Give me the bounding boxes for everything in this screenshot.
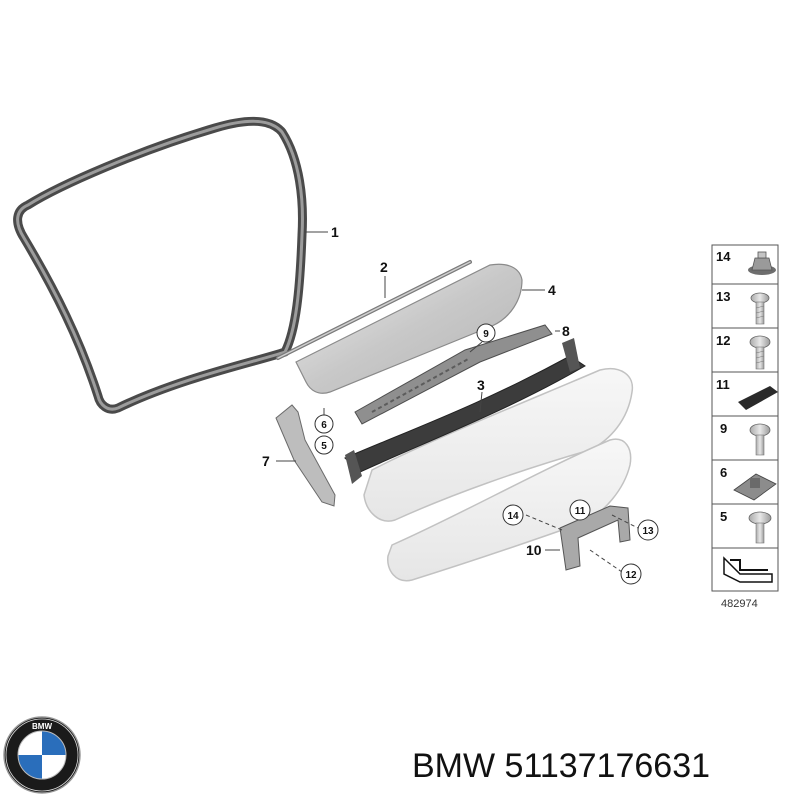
svg-text:9: 9 <box>483 329 489 340</box>
part-seal <box>13 116 307 414</box>
legend-label-13: 13 <box>716 289 730 304</box>
callout-labels: 1 2 4 8 3 7 10 <box>262 224 570 558</box>
diagram-code: 482974 <box>721 598 758 610</box>
screw-icon <box>748 511 772 544</box>
callout-13-circle: 13 <box>637 519 659 541</box>
callout-2: 2 <box>380 259 388 275</box>
screw-icon <box>749 335 771 370</box>
fastener-legend: 14 13 12 11 9 6 5 <box>711 244 779 592</box>
svg-text:14: 14 <box>507 511 519 522</box>
callout-12-circle: 12 <box>620 563 642 585</box>
circled-callouts: 9 6 5 14 11 13 12 <box>314 323 659 585</box>
svg-text:5: 5 <box>321 441 327 452</box>
part-number-label: BMW 51137176631 <box>412 747 710 785</box>
svg-text:11: 11 <box>575 506 586 517</box>
clip-icon <box>748 251 776 275</box>
callout-11-circle: 11 <box>569 499 591 521</box>
bmw-logo: BMW <box>3 716 81 794</box>
callout-9-circle: 9 <box>476 323 496 343</box>
callout-5-circle: 5 <box>314 435 334 455</box>
part-spoiler <box>295 263 523 394</box>
callout-8: 8 <box>562 323 570 339</box>
nut-icon <box>733 473 777 501</box>
svg-text:12: 12 <box>625 570 637 581</box>
part-side-trim <box>275 404 336 507</box>
svg-text:13: 13 <box>642 526 654 537</box>
callout-4: 4 <box>548 282 556 298</box>
callout-6-circle: 6 <box>314 414 334 434</box>
legend-label-6: 6 <box>720 465 727 480</box>
pad-icon <box>738 386 778 410</box>
legend-label-5: 5 <box>720 509 727 524</box>
bmw-logo-letters: BMW <box>32 722 52 731</box>
part-bracket <box>559 505 631 571</box>
legend-label-9: 9 <box>720 421 727 436</box>
legend-label-12: 12 <box>716 333 730 348</box>
screw-icon <box>750 292 770 325</box>
part-light-bar <box>354 324 553 425</box>
part-strip <box>276 260 472 360</box>
direction-marker-icon <box>723 556 773 583</box>
callout-10: 10 <box>526 542 542 558</box>
screw-icon <box>749 423 771 456</box>
callout-14-circle: 14 <box>502 504 524 526</box>
callout-7: 7 <box>262 453 270 469</box>
legend-label-14: 14 <box>716 249 731 264</box>
part-rear-trim <box>344 338 634 582</box>
callout-3: 3 <box>477 377 485 393</box>
legend-label-11: 11 <box>716 377 730 392</box>
svg-text:6: 6 <box>321 420 327 431</box>
callout-1: 1 <box>331 224 339 240</box>
